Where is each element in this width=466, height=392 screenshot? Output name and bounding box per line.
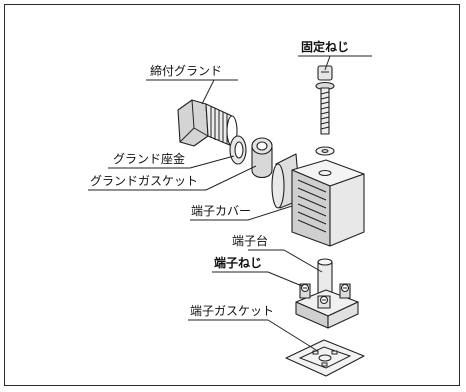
label-gland-washer: グランド座金 [113,151,185,166]
tightening-gland-part [177,99,238,147]
label-terminal-screw: 端子ねじ [214,255,262,270]
label-terminal-block: 端子台 [232,233,268,248]
label-terminal-gasket: 端子ガスケット [190,304,274,318]
gland-gasket-part [251,137,273,179]
label-terminal-cover: 端子カバー [191,204,251,218]
gland-washer-part [229,135,247,165]
terminal-gasket-part [285,339,365,377]
leader-lines [88,55,372,351]
fixing-screw-part [315,65,335,156]
label-fixing-screw: 固定ねじ [301,39,349,54]
label-gland-gasket: グランドガスケット [90,174,198,188]
terminal-cover-part [271,153,365,247]
label-tightening-gland: 締付グランド [150,63,222,78]
diagram-frame [4,4,460,386]
terminal-block-part [295,258,359,329]
